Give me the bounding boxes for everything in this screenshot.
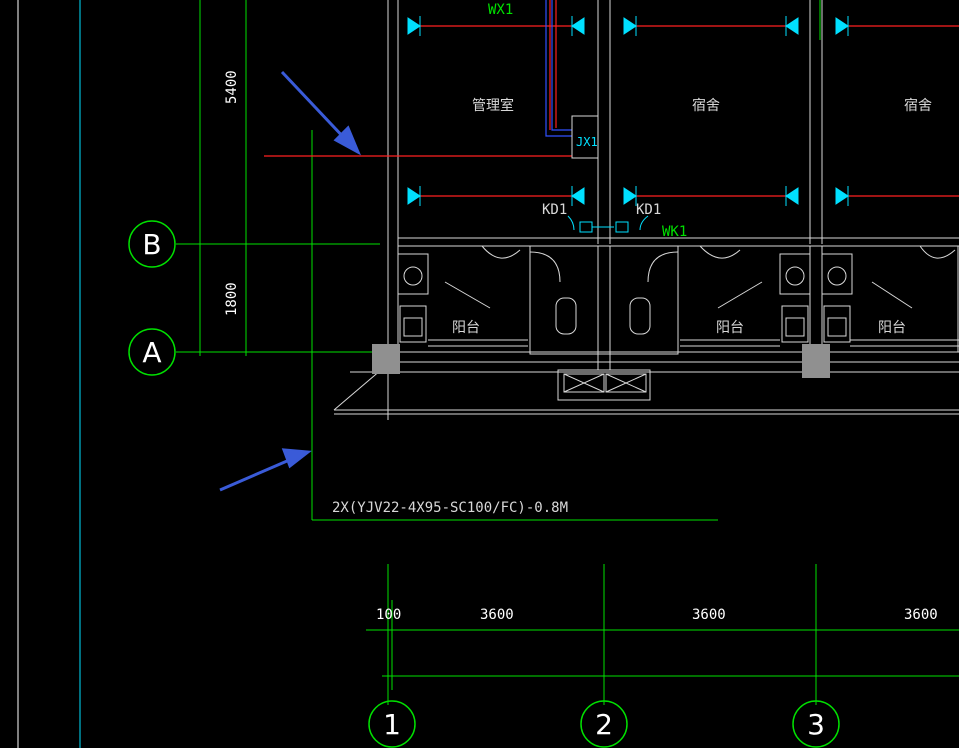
room-dorm-2: 宿舍 xyxy=(904,97,932,114)
vent-units xyxy=(563,373,647,393)
outlet-kd1-right[interactable] xyxy=(615,215,649,233)
dim-1800: 1800 xyxy=(224,282,240,316)
axis-label-2: 2 xyxy=(595,708,613,741)
dim-100: 100 xyxy=(376,607,401,623)
circuit-lines xyxy=(264,0,959,197)
outlet-kd1-left[interactable] xyxy=(567,215,614,233)
lamp-fixtures xyxy=(407,16,849,206)
room-balcony-2: 阳台 xyxy=(716,320,744,336)
axis-bubble-2 xyxy=(580,700,628,748)
panel-feed-lines xyxy=(545,0,572,137)
dimension-labels: 5400 1800 100 3600 3600 3600 xyxy=(224,70,938,623)
distribution-panel-jx1[interactable]: JX1 xyxy=(571,115,599,159)
dim-3600-c: 3600 xyxy=(904,607,938,623)
room-balcony-3: 阳台 xyxy=(878,320,906,336)
incoming-cable-spec: 2X(YJV22-4X95-SC100/FC)-0.8M xyxy=(332,500,568,516)
axis-bubble-3 xyxy=(792,700,840,748)
axis-bubbles xyxy=(128,220,840,748)
drawing-frame xyxy=(17,0,81,748)
label-kd1-left: KD1 xyxy=(542,202,567,218)
structural-columns xyxy=(372,344,830,378)
axis-label-b: B xyxy=(142,228,161,261)
room-labels: 管理室 宿舍 宿舍 阳台 阳台 阳台 xyxy=(452,97,932,336)
panel-label-jx1: JX1 xyxy=(576,135,598,149)
dim-3600-b: 3600 xyxy=(692,607,726,623)
dim-5400: 5400 xyxy=(224,70,240,104)
axis-bubble-1 xyxy=(368,700,416,748)
fixtures xyxy=(397,245,956,343)
axis-grid xyxy=(176,0,959,705)
room-dorm-1: 宿舍 xyxy=(692,97,720,114)
pointer-arrow-lower xyxy=(219,448,312,492)
axis-label-1: 1 xyxy=(383,708,401,741)
axis-label-3: 3 xyxy=(807,708,825,741)
axis-bubble-a xyxy=(128,328,176,376)
axis-bubble-b xyxy=(128,220,176,268)
pointer-arrow-upper xyxy=(280,70,362,156)
label-wx1: WX1 xyxy=(488,2,513,18)
dim-3600-a: 3600 xyxy=(480,607,514,623)
room-management: 管理室 xyxy=(472,97,514,114)
axis-label-a: A xyxy=(142,336,161,369)
room-balcony-1: 阳台 xyxy=(452,320,480,336)
label-wk1: WK1 xyxy=(662,224,687,240)
outlet-labels: KD1 KD1 xyxy=(542,202,661,218)
circuit-labels: WX1 WK1 xyxy=(488,2,687,240)
label-kd1-right: KD1 xyxy=(636,202,661,218)
